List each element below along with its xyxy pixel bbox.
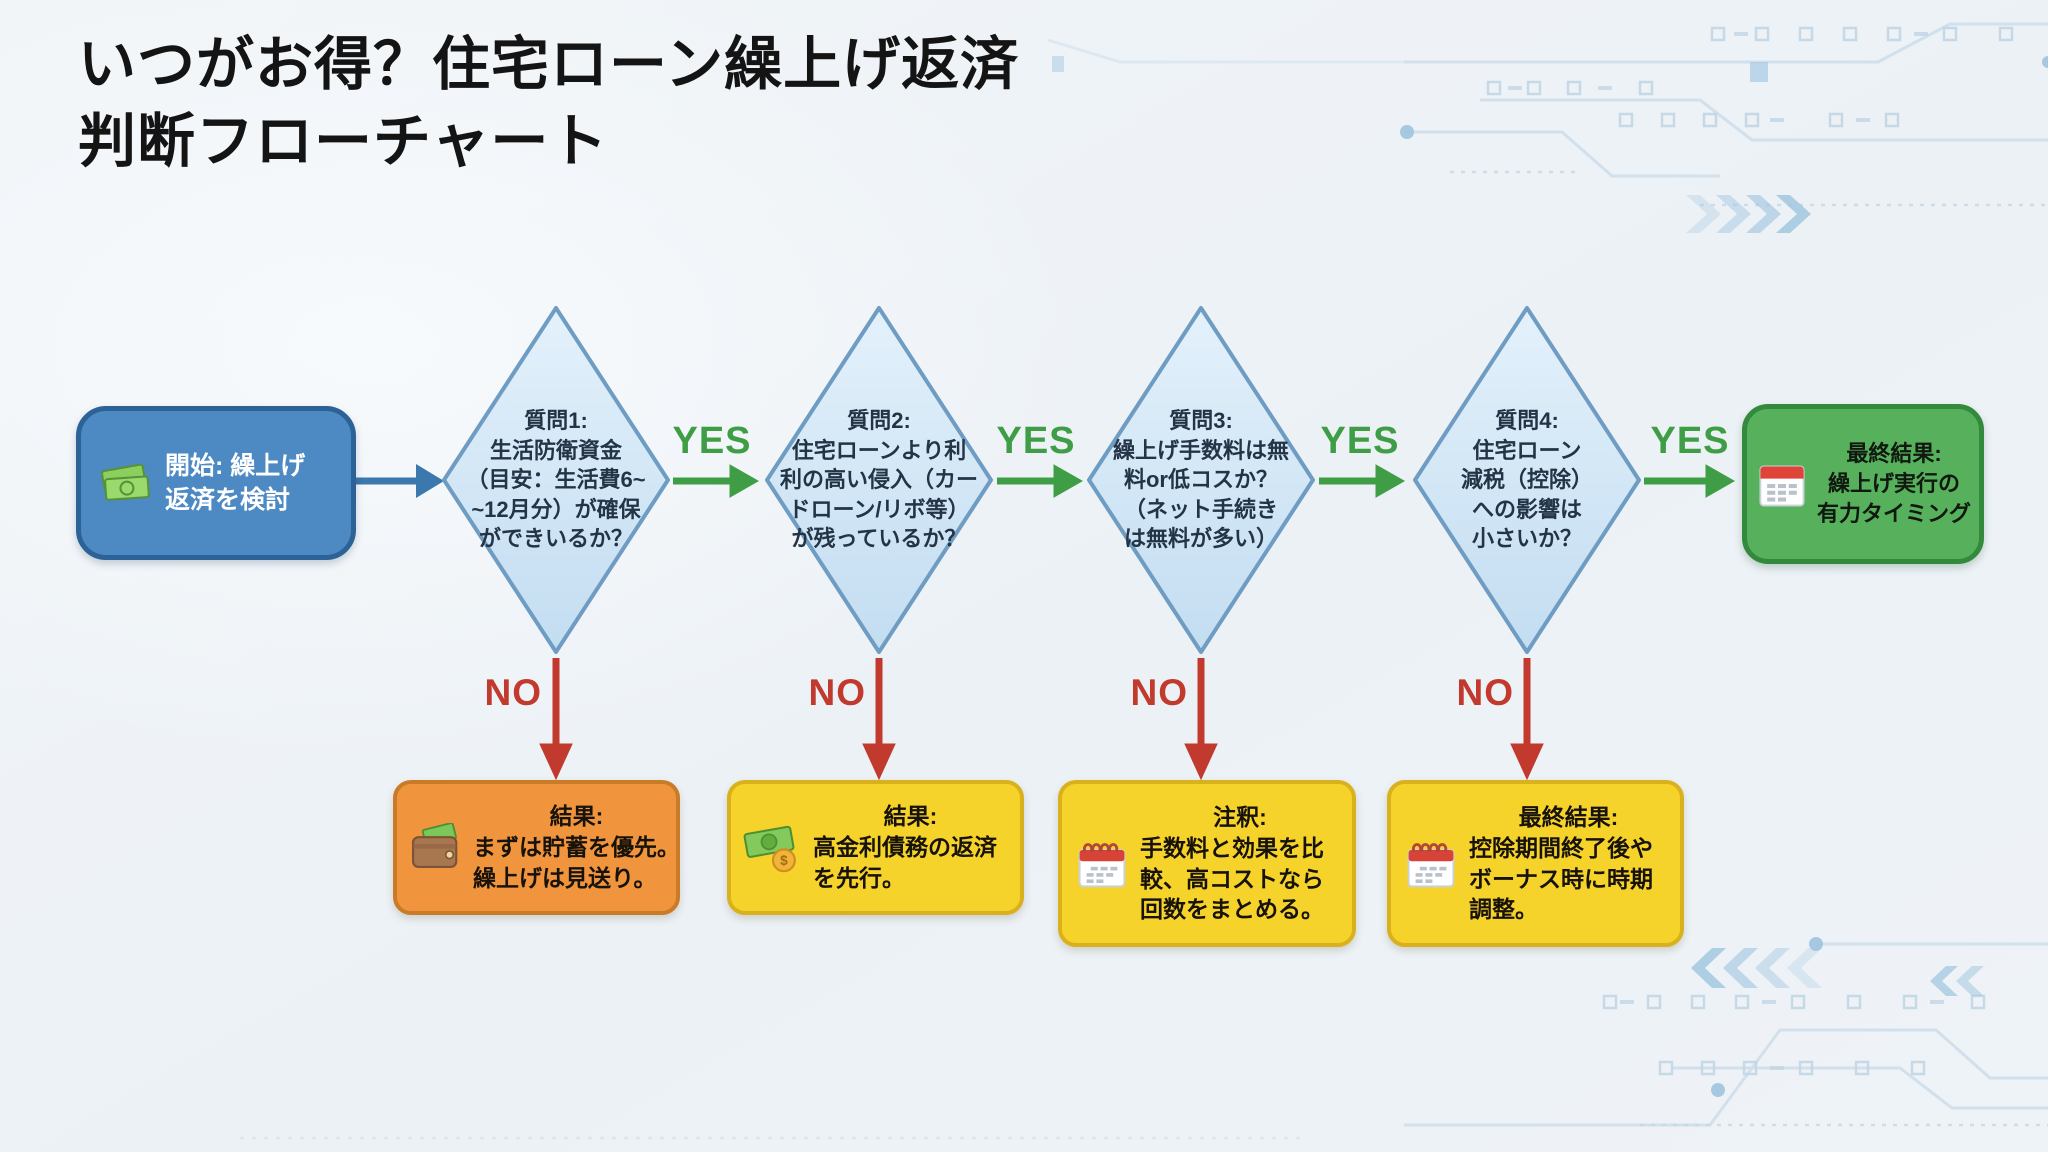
start-node: 開始: 繰上げ 返済を検討 xyxy=(76,406,356,560)
result-3-body: 手数料と効果を比 較、高コストなら 回数をまとめる。 xyxy=(1140,834,1324,923)
chevrons-left xyxy=(1691,948,1984,996)
question-2-text: 質問2: 住宅ローンより利 利の高い侵入（カー ドローン/リボ等） が残っている… xyxy=(763,304,995,656)
diamond-shape xyxy=(1413,306,1641,654)
final-result-text: 最終結果: 繰上げ実行の 有力タイミング xyxy=(1817,439,1971,529)
yes-label-4: YES xyxy=(1650,420,1730,462)
no-label-4: NO xyxy=(1456,672,1514,713)
yes-arrow-3 xyxy=(1319,464,1406,498)
start-node-label: 開始: 繰上げ 返済を検討 xyxy=(165,452,306,514)
question-2-body: 住宅ローンより利 利の高い侵入（カー ドローン/リボ等） が残っているか？ xyxy=(779,437,978,552)
result-2-body: 高金利債務の返済 を先行。 xyxy=(813,834,997,891)
question-2-diamond: 質問2: 住宅ローンより利 利の高い侵入（カー ドローン/リボ等） が残っている… xyxy=(763,304,995,656)
question-3-body: 繰上げ手数料は無 料or低コスか？ （ネット手続き は無料が多い） xyxy=(1112,437,1289,552)
no-arrow-2 xyxy=(862,658,896,781)
result-2-text: 結果: 高金利債務の返済 を先行。 xyxy=(813,801,1008,893)
spiral-calendar-icon xyxy=(1078,842,1126,887)
result-box-2: $ 結果: 高金利債務の返済 を先行。 xyxy=(727,780,1024,915)
diamond-shape xyxy=(765,306,993,654)
question-1-body: 生活防衛資金 （目安：生活費6~ ~12月分）が確保 ができいるか？ xyxy=(466,437,646,552)
result-box-3: 注釈: 手数料と効果を比 較、高コストなら 回数をまとめる。 xyxy=(1058,780,1356,947)
no-arrow-1 xyxy=(539,658,573,781)
yes-arrow-4 xyxy=(1644,464,1736,498)
question-1-text: 質問1: 生活防衛資金 （目安：生活費6~ ~12月分）が確保 ができいるか？ xyxy=(440,304,672,656)
page-title-line2: 判断フローチャート xyxy=(78,109,609,175)
question-1-diamond: 質問1: 生活防衛資金 （目安：生活費6~ ~12月分）が確保 ができいるか？ xyxy=(440,304,672,656)
result-box-1: 結果: まずは貯蓄を優先。 繰上げは見送り。 xyxy=(393,780,680,915)
result-1-text: 結果: まずは貯蓄を優先。 繰上げは見送り。 xyxy=(473,801,680,893)
page-title-line1: いつがお得？住宅ローン繰上げ返済 xyxy=(78,32,1020,97)
no-arrow-3 xyxy=(1184,658,1218,781)
result-4-text: 最終結果: 控除期間終了後や ボーナス時に時期 調整。 xyxy=(1469,802,1668,925)
page-title: いつがお得？住宅ローン繰上げ返済 判断フローチャート xyxy=(78,26,1019,180)
yes-arrow-2 xyxy=(997,464,1084,498)
yes-arrow-1 xyxy=(673,464,760,498)
no-label-2: NO xyxy=(808,672,866,713)
diamond-shape xyxy=(1087,306,1315,654)
square-row-top xyxy=(1486,26,2014,128)
final-result-title: 最終結果: xyxy=(1846,441,1942,467)
result-1-body: まずは貯蓄を優先。 繰上げは見送り。 xyxy=(473,834,680,891)
question-1-title: 質問1: xyxy=(524,408,588,434)
no-label-3: NO xyxy=(1130,672,1188,713)
chevrons-right xyxy=(1686,195,1811,233)
result-1-title: 結果: xyxy=(549,803,604,830)
yes-label-2: YES xyxy=(996,420,1076,462)
question-4-diamond: 質問4: 住宅ローン 減税（控除） への影響は 小さいか？ xyxy=(1411,304,1643,656)
wallet-icon xyxy=(411,822,458,868)
no-arrow-4 xyxy=(1510,658,1544,781)
result-box-4: 最終結果: 控除期間終了後や ボーナス時に時期 調整。 xyxy=(1387,780,1684,947)
square-row-bottom xyxy=(1602,994,1986,1076)
final-result-node: 最終結果: 繰上げ実行の 有力タイミング xyxy=(1742,404,1984,564)
start-arrow xyxy=(356,464,444,498)
calendar-icon xyxy=(1759,465,1805,507)
no-label-1: NO xyxy=(484,672,542,713)
question-4-title: 質問4: xyxy=(1495,408,1559,434)
result-2-title: 結果: xyxy=(883,803,938,830)
spiral-calendar-icon xyxy=(1407,842,1455,887)
yes-label-1: YES xyxy=(672,420,752,462)
question-4-body: 住宅ローン 減税（控除） への影響は 小さいか？ xyxy=(1460,437,1593,552)
money-coin-icon: $ xyxy=(743,825,796,872)
final-result-body: 繰上げ実行の 有力タイミング xyxy=(1817,471,1972,526)
question-2-title: 質問2: xyxy=(847,408,911,434)
money-banknotes-icon xyxy=(100,463,150,501)
result-4-body: 控除期間終了後や ボーナス時に時期 調整。 xyxy=(1469,834,1653,923)
question-3-diamond: 質問3: 繰上げ手数料は無 料or低コスか？ （ネット手続き は無料が多い） xyxy=(1085,304,1317,656)
result-3-title: 注釈: xyxy=(1213,803,1267,830)
yes-label-3: YES xyxy=(1320,420,1400,462)
svg-text:$: $ xyxy=(780,853,788,868)
question-3-title: 質問3: xyxy=(1169,408,1233,434)
diamond-shape xyxy=(442,306,670,654)
question-4-text: 質問4: 住宅ローン 減税（控除） への影響は 小さいか？ xyxy=(1411,304,1643,656)
question-3-text: 質問3: 繰上げ手数料は無 料or低コスか？ （ネット手続き は無料が多い） xyxy=(1085,304,1317,656)
result-3-text: 注釈: 手数料と効果を比 較、高コストなら 回数をまとめる。 xyxy=(1140,802,1340,925)
result-4-title: 最終結果: xyxy=(1518,803,1619,830)
